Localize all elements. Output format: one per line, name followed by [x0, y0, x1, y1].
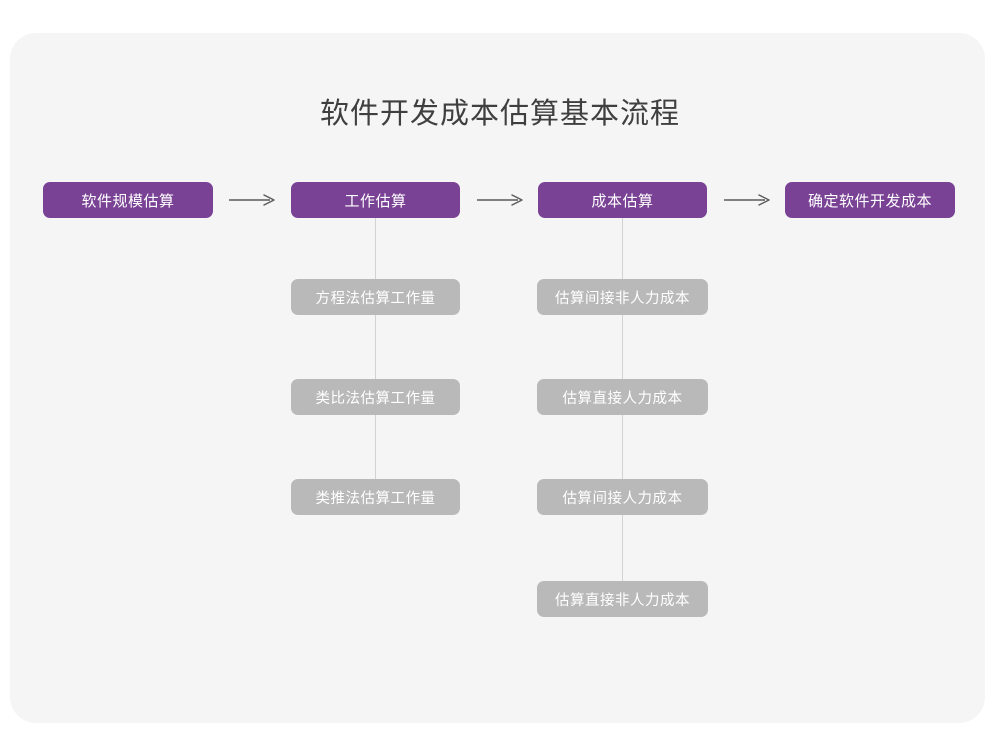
arrow-right-icon-3 [723, 189, 773, 211]
flow-node-step-1[interactable]: 软件规模估算 [43, 182, 213, 218]
flow-node-step-3[interactable]: 成本估算 [538, 182, 707, 218]
flow-node-step-2[interactable]: 工作估算 [291, 182, 460, 218]
branch-node-work-2[interactable]: 类比法估算工作量 [291, 379, 460, 415]
arrow-right-icon-1 [228, 189, 278, 211]
branch-node-cost-2[interactable]: 估算直接人力成本 [537, 379, 708, 415]
page-title: 软件开发成本估算基本流程 [319, 98, 680, 130]
diagram-card [10, 33, 985, 723]
branch-node-cost-1[interactable]: 估算间接非人力成本 [537, 279, 708, 315]
connector-work-branch [375, 218, 376, 497]
branch-node-work-1[interactable]: 方程法估算工作量 [291, 279, 460, 315]
branch-node-cost-3[interactable]: 估算间接人力成本 [537, 479, 708, 515]
branch-node-work-3[interactable]: 类推法估算工作量 [291, 479, 460, 515]
branch-node-cost-4[interactable]: 估算直接非人力成本 [537, 581, 708, 617]
flow-node-step-4[interactable]: 确定软件开发成本 [785, 182, 955, 218]
arrow-right-icon-2 [476, 189, 526, 211]
